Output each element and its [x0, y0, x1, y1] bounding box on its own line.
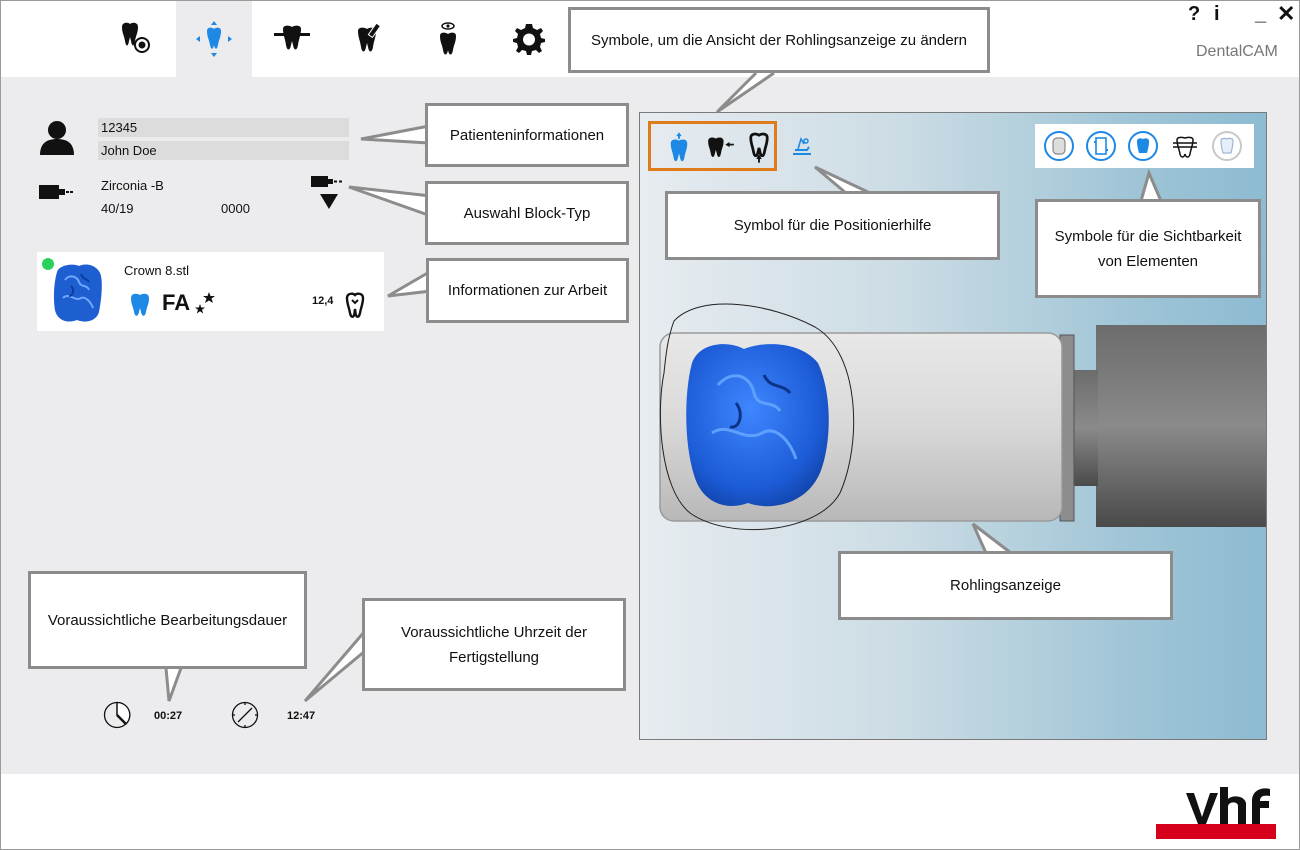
- view-side-button[interactable]: [705, 130, 737, 166]
- minimize-button[interactable]: _: [1255, 3, 1267, 25]
- block-material: Zirconia -B: [101, 178, 164, 193]
- visibility-blank-toggle[interactable]: [1043, 130, 1075, 162]
- crown-thumbnail: [53, 264, 102, 322]
- tool-settings[interactable]: [491, 1, 567, 77]
- callout-positioning-aid: Symbol für die Positionierhilfe: [665, 191, 1000, 260]
- tool-tooth-preview[interactable]: [410, 1, 486, 77]
- callout-finish-time: Voraussichtliche Uhrzeit der Fertigstell…: [362, 598, 626, 691]
- tooth-bottom-view-icon: [749, 132, 769, 163]
- blank-3d-render: [659, 303, 1266, 530]
- tool-tooth-tool[interactable]: [332, 1, 408, 77]
- callout-visibility-text-2: von Elementen: [1097, 252, 1199, 270]
- callout-block-type-text: Auswahl Block-Typ: [463, 204, 591, 222]
- callout-block-type: Auswahl Block-Typ: [425, 181, 629, 245]
- callout-finish-time-text-2: Fertigstellung: [448, 648, 540, 666]
- job-status-dot: [42, 258, 54, 270]
- dropdown-triangle-icon: [320, 194, 338, 209]
- job-filename: Crown 8.stl: [124, 263, 190, 278]
- tooth-side-view-icon: [708, 137, 734, 157]
- tooth-outline-icon: [345, 292, 365, 318]
- finish-time-value: 12:47: [287, 710, 316, 722]
- callout-patient-info: Patienteninformationen: [425, 103, 629, 167]
- job-type-label: FA: [162, 290, 191, 315]
- callout-visibility-text-1: Symbole für die Sichtbarkeit: [1054, 227, 1242, 245]
- visibility-holder-toggle[interactable]: [1085, 130, 1117, 162]
- block-icon: [39, 185, 73, 199]
- tooth-position-icon: [196, 21, 232, 57]
- finish-clock-icon: [231, 701, 259, 729]
- tooth-connectors-icon: [274, 25, 310, 50]
- tooth-select-icon: [122, 22, 150, 53]
- callout-job-info: Informationen zur Arbeit: [426, 258, 629, 323]
- callout-duration-text: Voraussichtliche Bearbeitungsdauer: [47, 612, 288, 629]
- callout-job-info-text: Informationen zur Arbeit: [447, 282, 608, 299]
- tooth-type-icon: [131, 293, 149, 316]
- block-size: 40/19: [101, 201, 134, 216]
- callout-view-symbols-text: Symbole, um die Ansicht der Rohlingsanze…: [590, 31, 968, 49]
- visibility-restoration-toggle[interactable]: [1127, 130, 1159, 162]
- help-button[interactable]: ?: [1188, 3, 1201, 25]
- job-value: 12,4: [312, 295, 334, 307]
- visibility-original-toggle[interactable]: [1211, 130, 1243, 162]
- info-button[interactable]: i: [1214, 3, 1220, 25]
- tool-tooth-select[interactable]: [98, 1, 174, 77]
- visibility-toolbar: [1035, 124, 1254, 168]
- footer-bar: [1, 774, 1299, 849]
- patient-name-field[interactable]: John Doe: [98, 141, 349, 160]
- view-bottom-button[interactable]: [743, 130, 775, 166]
- duration-value: 00:27: [154, 710, 183, 722]
- callout-duration: Voraussichtliche Bearbeitungsdauer: [28, 571, 307, 669]
- tooth-preview-icon: [440, 22, 456, 55]
- callout-positioning-aid-text: Symbol für die Positionierhilfe: [733, 217, 932, 234]
- view-symbols-group: [648, 121, 777, 171]
- vhf-logo: [1156, 787, 1276, 839]
- tooth-top-view-icon: [670, 132, 688, 162]
- callout-view-symbols: Symbole, um die Ansicht der Rohlingsanze…: [568, 7, 990, 73]
- block-code: 0000: [221, 201, 250, 216]
- positioning-aid-button[interactable]: [790, 135, 814, 159]
- patient-id-field[interactable]: 12345: [98, 118, 349, 137]
- visibility-connectors-toggle[interactable]: [1169, 130, 1201, 162]
- callout-blank-display: Rohlingsanzeige: [838, 551, 1173, 620]
- job-card[interactable]: Crown 8.stl FA 12,4: [37, 252, 384, 331]
- close-button[interactable]: ✕: [1277, 1, 1296, 26]
- tool-tooth-position[interactable]: [176, 1, 252, 77]
- tooth-tool-icon: [358, 22, 382, 52]
- gear-icon: [513, 24, 545, 55]
- app-brand: DentalCAM: [1196, 43, 1278, 60]
- patient-icon: [40, 121, 74, 155]
- callout-visibility: Symbole für die Sichtbarkeit von Element…: [1035, 199, 1261, 298]
- block-type-select-button[interactable]: [311, 174, 349, 210]
- tool-tooth-connectors[interactable]: [254, 1, 330, 77]
- stars-icon: [195, 292, 215, 314]
- callout-blank-display-text: Rohlingsanzeige: [950, 577, 1061, 594]
- view-top-button[interactable]: [663, 130, 695, 166]
- duration-clock-icon: [103, 701, 131, 729]
- callout-finish-time-text-1: Voraussichtliche Uhrzeit der: [401, 623, 587, 641]
- callout-patient-info-text: Patienteninformationen: [449, 126, 605, 144]
